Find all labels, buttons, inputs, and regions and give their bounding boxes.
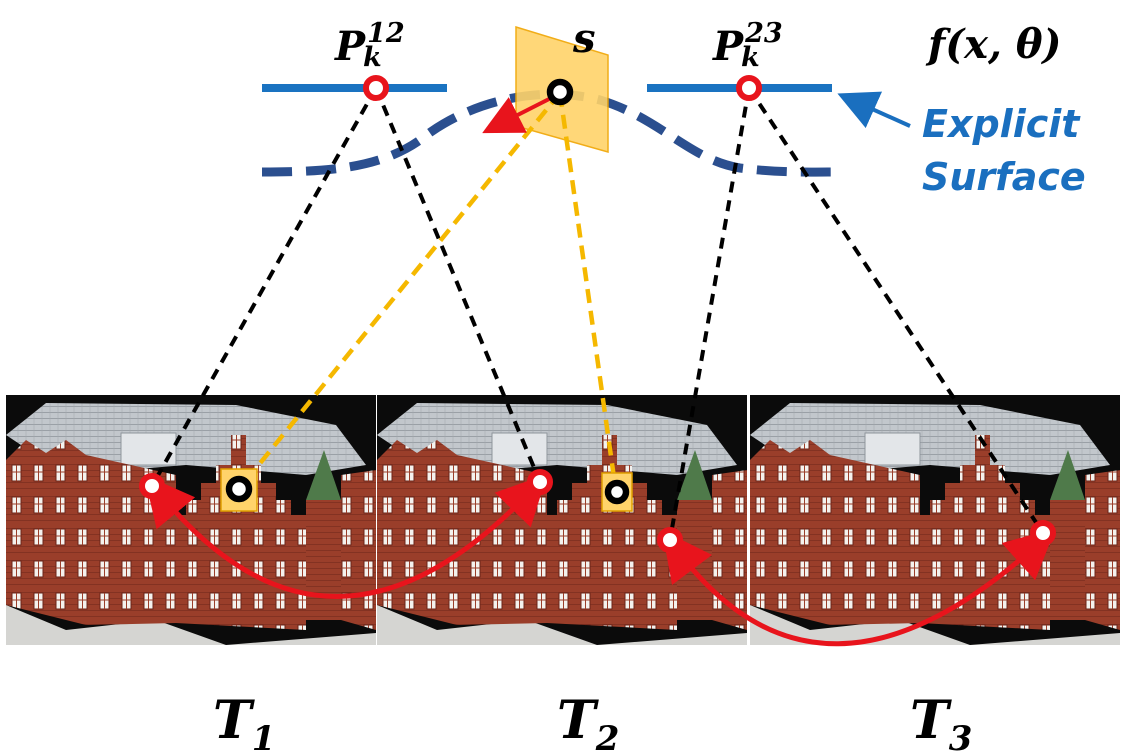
label-explicit: Explicit <box>922 102 1081 146</box>
label-surface: Surface <box>922 155 1086 199</box>
normal-arrow <box>482 93 558 134</box>
black-ring-icon <box>225 78 630 505</box>
keypoint-p23 <box>736 75 762 101</box>
label-p23: P23 <box>712 18 783 70</box>
keypoint-t1 <box>139 473 165 499</box>
red-ring-icon <box>139 75 1056 553</box>
keypoint-t2 <box>527 469 553 495</box>
projection-lines-black <box>150 86 1045 541</box>
keypoint-t3 <box>1030 520 1056 546</box>
keypoint-t2b <box>657 527 683 553</box>
correspondence-arc-23 <box>661 528 1056 647</box>
label-t1: T1 <box>213 690 275 756</box>
correspondence-arc-12 <box>144 473 548 599</box>
keypoint-p12 <box>363 75 389 101</box>
photo-t1 <box>5 394 377 646</box>
explicit-label-arrow <box>837 91 911 129</box>
label-p23-sub: k <box>741 42 760 73</box>
label-p12-sub: k <box>363 42 382 73</box>
photo-t3 <box>749 394 1121 646</box>
sample-point-s <box>546 78 574 106</box>
sample-point-t1 <box>225 475 253 503</box>
photo-t2 <box>376 394 748 646</box>
projection-lines-orange <box>238 91 619 493</box>
label-s: s <box>572 15 596 62</box>
label-t3: T3 <box>910 690 972 756</box>
label-p12: P12 <box>334 18 405 70</box>
sample-point-t2 <box>604 479 630 505</box>
label-f-x-theta: f(x, θ) <box>925 21 1061 68</box>
label-t2: T2 <box>557 690 619 756</box>
implicit-surface-curve <box>261 89 843 177</box>
